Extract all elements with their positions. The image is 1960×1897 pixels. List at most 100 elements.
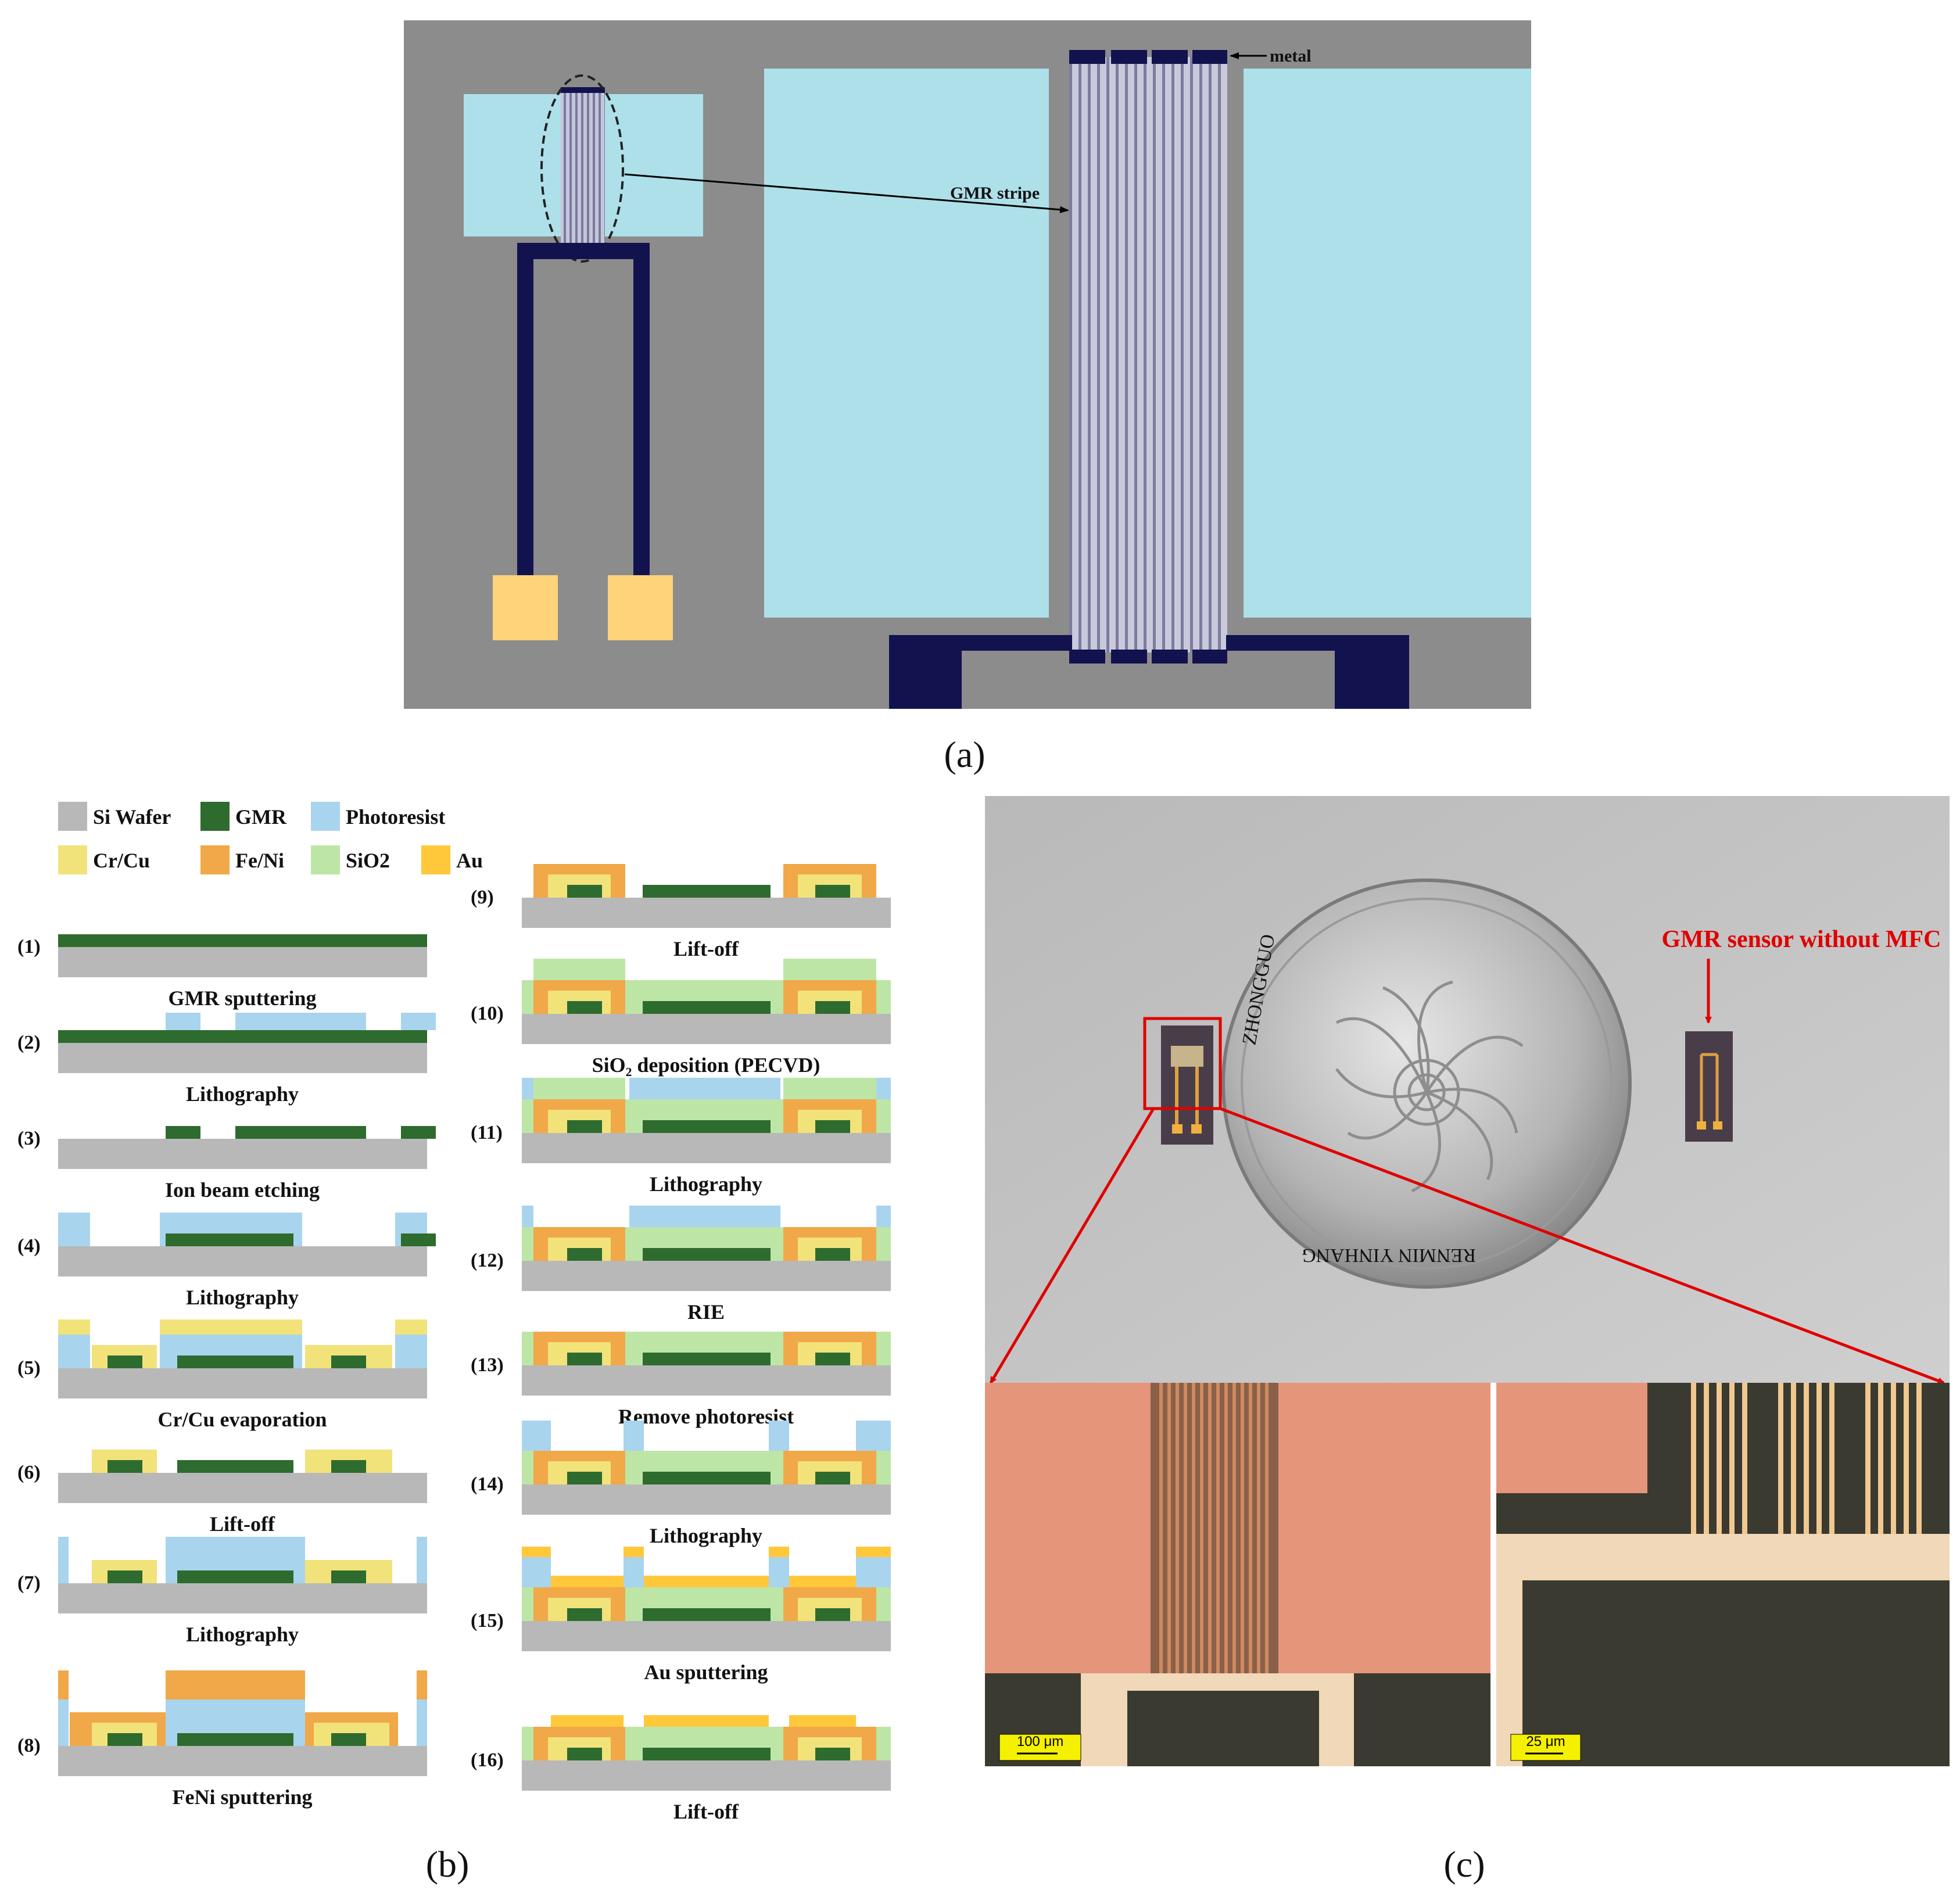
step-number: (9) bbox=[471, 887, 494, 908]
layer bbox=[522, 1133, 891, 1163]
step-label: Au sputtering bbox=[644, 1661, 768, 1684]
step-label: Lift-off bbox=[673, 1800, 739, 1823]
layer bbox=[177, 1233, 293, 1246]
micro-stripe bbox=[1257, 1383, 1260, 1685]
process-step: (6)Lift-off bbox=[17, 1450, 427, 1536]
micro-stripe bbox=[1184, 1383, 1187, 1685]
layer bbox=[789, 1576, 856, 1587]
layer bbox=[58, 1030, 427, 1043]
layer bbox=[643, 1001, 771, 1014]
step-label: Lithography bbox=[650, 1524, 762, 1547]
process-step: (9)Lift-off bbox=[471, 864, 891, 960]
legend-swatch bbox=[200, 845, 230, 874]
layer bbox=[769, 1421, 789, 1451]
step-number: (11) bbox=[471, 1122, 503, 1143]
concentrator-right bbox=[1244, 69, 1531, 618]
layer bbox=[522, 1547, 551, 1557]
layer bbox=[624, 1547, 644, 1557]
layer bbox=[108, 1460, 142, 1473]
step-label: SiO₂ deposition (PECVD) bbox=[592, 1053, 820, 1077]
layer bbox=[108, 1355, 142, 1368]
layer bbox=[160, 1319, 302, 1335]
layer bbox=[166, 1126, 200, 1139]
layer bbox=[815, 1353, 850, 1365]
layer bbox=[395, 1335, 427, 1368]
layer bbox=[567, 1472, 602, 1484]
layer bbox=[815, 1120, 850, 1133]
layer bbox=[58, 1043, 427, 1073]
layer bbox=[331, 1460, 366, 1473]
process-step: (10) SiO₂ deposition (PECVD) bbox=[471, 959, 891, 1077]
zoom-line-left bbox=[989, 1107, 1155, 1384]
layer bbox=[108, 1570, 142, 1583]
layer bbox=[567, 885, 602, 898]
layer bbox=[551, 1576, 624, 1587]
process-step: (16) Lift-off bbox=[471, 1715, 891, 1823]
step-label: Ion beam etching bbox=[165, 1178, 320, 1202]
process-step: (8)FeNi sputtering bbox=[17, 1670, 427, 1809]
legend-label: Cr/Cu bbox=[93, 849, 150, 872]
gmr-stripe-arrow bbox=[624, 173, 1069, 213]
step-label: Lithography bbox=[186, 1082, 299, 1106]
layer bbox=[331, 1570, 366, 1583]
layer bbox=[567, 1748, 602, 1760]
concentrator-left bbox=[764, 69, 1049, 618]
gmr-stripe-array bbox=[1069, 57, 1227, 652]
micro-stripe bbox=[1816, 1383, 1822, 1557]
coin-photo: ZHONGGUO RENMIN YINHANG bbox=[1221, 878, 1632, 1289]
micro-stripe bbox=[1224, 1383, 1228, 1685]
layer bbox=[629, 1078, 780, 1099]
process-step: (7)Lithography bbox=[17, 1537, 427, 1646]
layer bbox=[177, 1460, 293, 1473]
layer bbox=[522, 1760, 891, 1791]
pad-right bbox=[608, 575, 673, 640]
layer bbox=[58, 1335, 90, 1368]
process-step: (11)Lithography bbox=[471, 1078, 891, 1196]
process-steps: (1)GMR sputtering(2)Lithography(3)Ion be… bbox=[17, 864, 891, 1823]
layer bbox=[815, 1001, 850, 1014]
step-number: (12) bbox=[471, 1250, 504, 1271]
micro-stripe bbox=[1804, 1383, 1809, 1557]
layer bbox=[856, 1557, 891, 1587]
magnified-region-ellipse bbox=[540, 74, 624, 263]
layer bbox=[177, 1570, 293, 1583]
metal-lead-u bbox=[517, 243, 650, 575]
process-step: (1)GMR sputtering bbox=[17, 934, 427, 1010]
layer bbox=[567, 1353, 602, 1365]
micro-stripe bbox=[1829, 1383, 1834, 1557]
legend-swatch bbox=[58, 845, 87, 874]
step-number: (5) bbox=[17, 1357, 41, 1379]
micro-stripe bbox=[1904, 1383, 1909, 1557]
layer bbox=[235, 1013, 366, 1030]
step-number: (10) bbox=[471, 1003, 504, 1024]
layer bbox=[522, 1365, 891, 1396]
process-step: (12)RIE bbox=[471, 1206, 891, 1324]
layer bbox=[331, 1355, 366, 1368]
layer bbox=[58, 1246, 427, 1276]
layer bbox=[567, 1248, 602, 1261]
micro-stripe bbox=[1891, 1383, 1896, 1557]
layer bbox=[876, 1206, 891, 1227]
layer bbox=[401, 1013, 436, 1030]
step-number: (16) bbox=[471, 1749, 504, 1771]
panel-c-photographs: ZHONGGUO RENMIN YINHANG GMR sensor witho… bbox=[985, 796, 1950, 1885]
layer bbox=[395, 1319, 427, 1335]
step-number: (13) bbox=[471, 1354, 504, 1376]
layer bbox=[235, 1126, 366, 1139]
layer bbox=[551, 1715, 624, 1727]
caption-b: (b) bbox=[426, 1844, 470, 1885]
bottom-metal-frame-right bbox=[1226, 635, 1409, 709]
layer bbox=[58, 1670, 69, 1699]
micro-stripe bbox=[1691, 1383, 1696, 1557]
micro-stripe bbox=[1192, 1383, 1195, 1685]
layer bbox=[624, 1557, 644, 1587]
layer bbox=[58, 934, 427, 947]
layer bbox=[643, 1120, 771, 1133]
micro-stripe bbox=[1232, 1383, 1236, 1685]
layer bbox=[401, 1233, 436, 1246]
layer bbox=[522, 1621, 891, 1651]
layer bbox=[417, 1670, 427, 1699]
legend-swatch bbox=[311, 845, 340, 874]
step-number: (14) bbox=[471, 1473, 504, 1495]
small-gmr-stripes bbox=[561, 90, 605, 247]
